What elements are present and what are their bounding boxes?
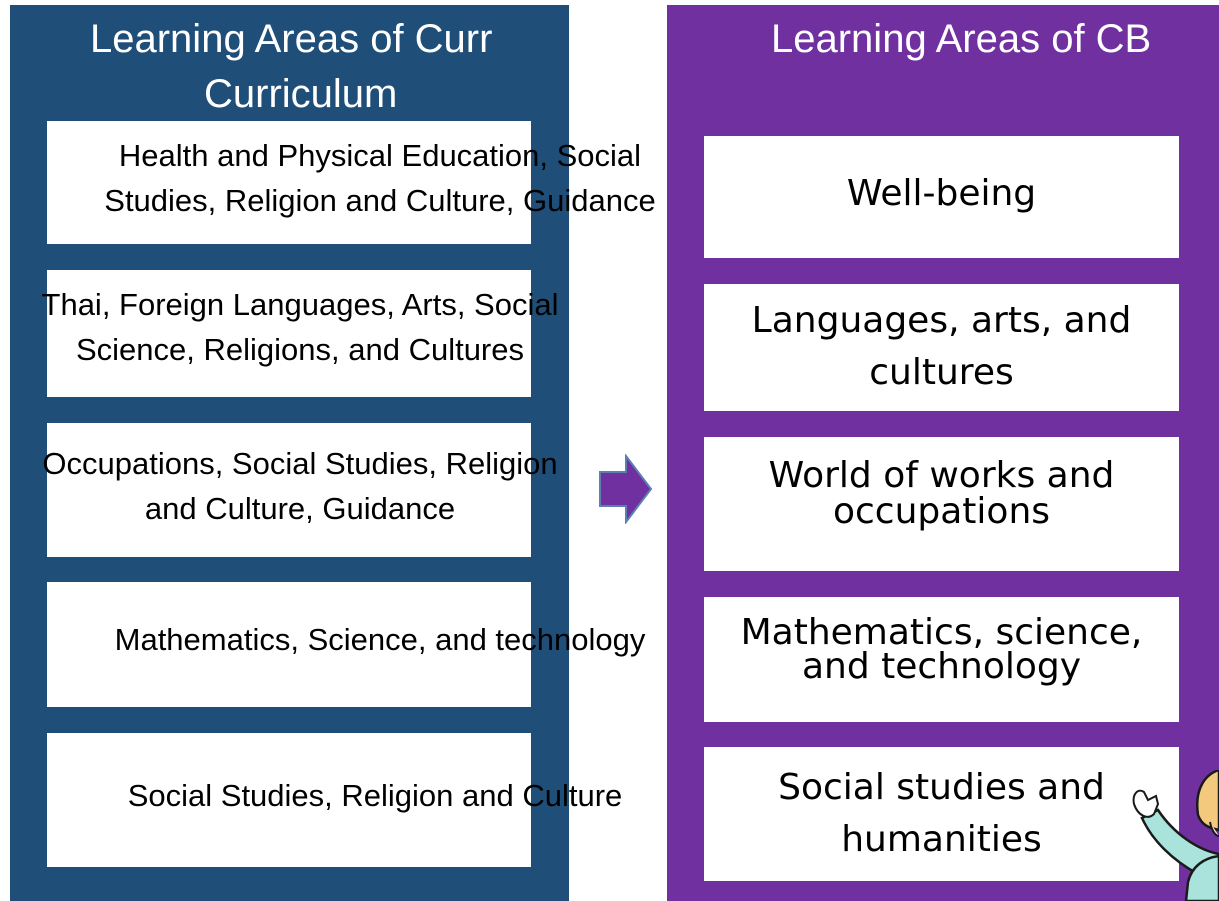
old-area-text-3: Occupations, Social Studies, Religion an… xyxy=(30,441,570,531)
old-area-text-4-line1: Mathematics, Science, and technology xyxy=(114,622,646,657)
cbe-area-text-2: Languages, arts, and cultures xyxy=(704,295,1179,399)
old-area-text-2-line2: Science, Religions, and Cultures xyxy=(75,332,525,367)
cbe-area-text-3: World of works and occupations xyxy=(704,458,1179,530)
cbe-area-box-2 xyxy=(704,284,1179,411)
cbe-area-box-1 xyxy=(704,136,1179,258)
old-area-text-3-line1: Occupations, Social Studies, Religion xyxy=(42,446,558,481)
cbe-area-text-5-line1: Social studies and xyxy=(778,767,1105,808)
cbe-area-text-4: Mathematics, science, and technology xyxy=(704,612,1179,687)
cbe-area-text-5-line2: humanities xyxy=(841,819,1042,860)
old-curriculum-title-line2: Curriculum xyxy=(204,72,398,116)
old-area-text-5-line1: Social Studies, Religion and Culture xyxy=(127,778,623,813)
cbe-area-text-2-line2: cultures xyxy=(869,352,1014,393)
cbe-area-box-3 xyxy=(704,437,1179,571)
cbe-area-text-1: Well-being xyxy=(704,168,1179,220)
cbe-area-text-1-line1: Well-being xyxy=(846,173,1037,214)
cbe-area-text-3-line2: occupations xyxy=(832,491,1051,532)
old-area-box-2 xyxy=(47,270,531,397)
cbe-area-text-2-line1: Languages, arts, and xyxy=(751,300,1132,341)
cbe-area-text-5: Social studies and humanities xyxy=(704,762,1179,866)
right-arrow-icon xyxy=(599,454,653,524)
old-area-text-1-line2: Studies, Religion and Culture, Guidance xyxy=(104,183,656,218)
cbe-area-box-5 xyxy=(704,747,1179,881)
old-curriculum-title: Learning Areas of Curr xyxy=(90,17,493,61)
old-area-box-4 xyxy=(47,582,531,707)
old-area-box-5 xyxy=(47,733,531,867)
old-area-box-3 xyxy=(47,423,531,557)
cbe-area-text-3-line1: World of works and xyxy=(768,455,1115,496)
old-area-box-1 xyxy=(47,121,531,244)
old-area-text-5: Social Studies, Religion and Culture xyxy=(40,773,710,818)
old-area-text-1: Health and Physical Education, Social St… xyxy=(40,133,720,223)
cbe-area-box-4 xyxy=(704,597,1179,722)
cbe-area-text-4-line1: Mathematics, science, xyxy=(740,612,1143,653)
old-area-text-4: Mathematics, Science, and technology xyxy=(40,617,720,662)
old-area-text-2: Thai, Foreign Languages, Arts, Social Sc… xyxy=(30,282,570,372)
old-area-text-3-line2: and Culture, Guidance xyxy=(144,491,456,526)
cbe-area-text-4-line2: and technology xyxy=(801,646,1082,687)
old-area-text-2-line1: Thai, Foreign Languages, Arts, Social xyxy=(41,287,559,322)
old-area-text-1-line1: Health and Physical Education, Social xyxy=(118,138,642,173)
waving-teacher-illustration xyxy=(1132,770,1219,901)
cbe-title: Learning Areas of CB xyxy=(771,17,1152,61)
